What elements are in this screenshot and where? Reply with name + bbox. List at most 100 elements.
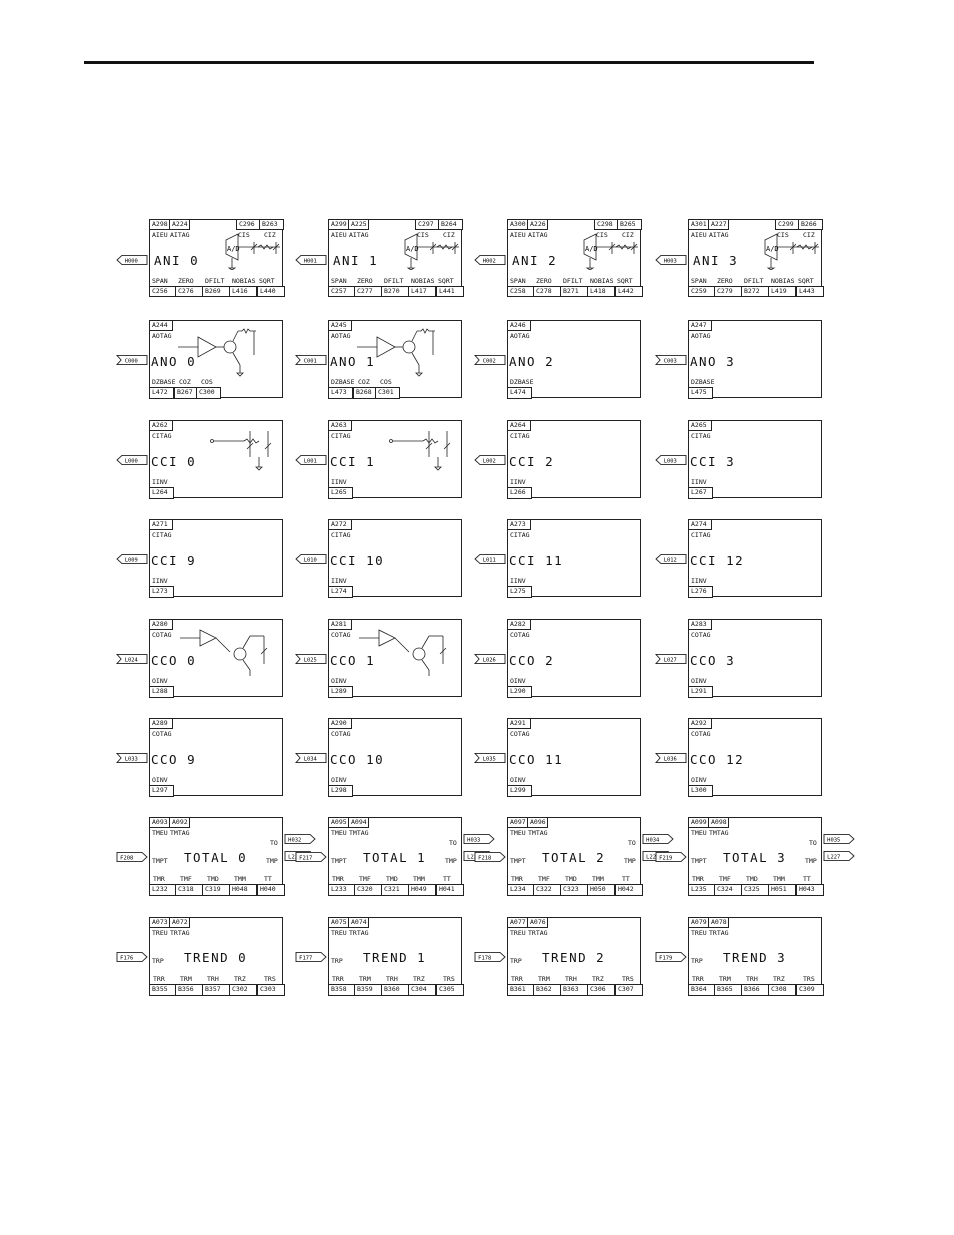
param-label: ZERO [536,277,552,285]
output-port: H034 [642,834,674,844]
address-cell: A099 [688,817,709,828]
block-name: TREND 0 [184,950,248,965]
address-cell: C325 [741,884,769,896]
param-label: AITAG [709,231,729,239]
svg-text:H000: H000 [125,258,138,264]
param-label: CIS [596,231,608,239]
address-cell: A072 [169,917,190,928]
svg-text:L000: L000 [125,458,138,464]
address-cell: B268 [353,387,378,399]
param-label: TMTAG [709,829,729,837]
param-label: TT [803,875,811,883]
param-label: AITAG [349,231,369,239]
input-port: L009 [116,554,148,564]
block-name: CCO 3 [690,653,736,668]
svg-text:H035: H035 [827,837,840,843]
ad-converter-schematic: A/D [583,233,638,270]
param-label: AOTAG [691,332,711,340]
param-label: CIS [417,231,429,239]
param-label: TRR [511,975,523,983]
address-cell: C323 [560,884,588,896]
param-label: OINV [331,776,347,784]
param-label: TMF [538,875,550,883]
param-label: OINV [510,677,526,685]
param-label: TMF [180,875,192,883]
input-port: L036 [654,753,687,763]
address-cell: C307 [615,984,643,996]
address-cell: A245 [328,320,352,331]
param-label: TMEU [331,829,347,837]
address-cell: L416 [229,286,257,297]
param-label: TRH [565,975,577,983]
address-cell: L264 [149,487,174,499]
address-cell: H043 [796,884,824,896]
address-cell: C320 [354,884,382,896]
input-port: H000 [116,255,148,265]
svg-text:L024: L024 [125,657,139,663]
address-cell: L417 [408,286,436,297]
address-cell: B356 [175,984,203,996]
param-label: OINV [691,776,707,784]
param-label: IINV [152,478,168,486]
param-label: TRH [746,975,758,983]
address-cell: C300 [196,387,221,399]
param-label: TMM [592,875,604,883]
param-label: CITAG [331,432,351,440]
param-label: TMTAG [170,829,190,837]
input-port: F208 [116,852,148,862]
param-label: DZBASE [152,378,176,386]
address-cell: L266 [507,487,532,499]
svg-text:L036: L036 [664,756,677,762]
svg-text:H032: H032 [288,837,301,843]
param-label: TMF [359,875,371,883]
block-name: CCI 2 [509,454,555,469]
param-label: TMM [413,875,425,883]
address-cell: A098 [708,817,729,828]
param-label: TREU [510,929,526,937]
param-label: TMPT [691,857,707,865]
address-cell: L472 [149,387,174,399]
param-label: COTAG [510,631,530,639]
address-cell: L440 [257,286,285,297]
address-cell: C303 [257,984,285,996]
param-label: DZBASE [510,378,534,386]
block-name: ANO 3 [690,354,736,369]
address-cell: A096 [527,817,548,828]
block-name: CCO 9 [151,752,197,767]
param-label: TO [628,839,636,847]
param-label: TMR [511,875,523,883]
svg-text:C003: C003 [664,358,677,364]
param-label: TT [443,875,451,883]
header-rule [84,61,814,64]
param-label: TT [264,875,272,883]
address-cell: C302 [229,984,257,996]
address-cell: A077 [507,917,528,928]
svg-text:A/D: A/D [406,245,419,253]
address-cell: L290 [507,686,532,698]
param-label: COTAG [691,631,711,639]
input-port: F176 [116,952,148,962]
block-name: CCO 11 [509,752,564,767]
block-name: CCI 11 [509,553,564,568]
param-label: COTAG [331,631,351,639]
svg-text:C002: C002 [483,358,496,364]
param-label: AIEU [691,231,707,239]
address-cell: A078 [708,917,729,928]
address-cell: B263 [259,219,284,230]
param-label: CITAG [331,531,351,539]
param-label: TMR [332,875,344,883]
svg-text:H003: H003 [664,258,677,264]
svg-text:F178: F178 [478,955,491,961]
address-cell: C324 [714,884,742,896]
svg-text:A/D: A/D [227,245,240,253]
param-label: SPAN [510,277,526,285]
input-port: L026 [473,654,506,664]
